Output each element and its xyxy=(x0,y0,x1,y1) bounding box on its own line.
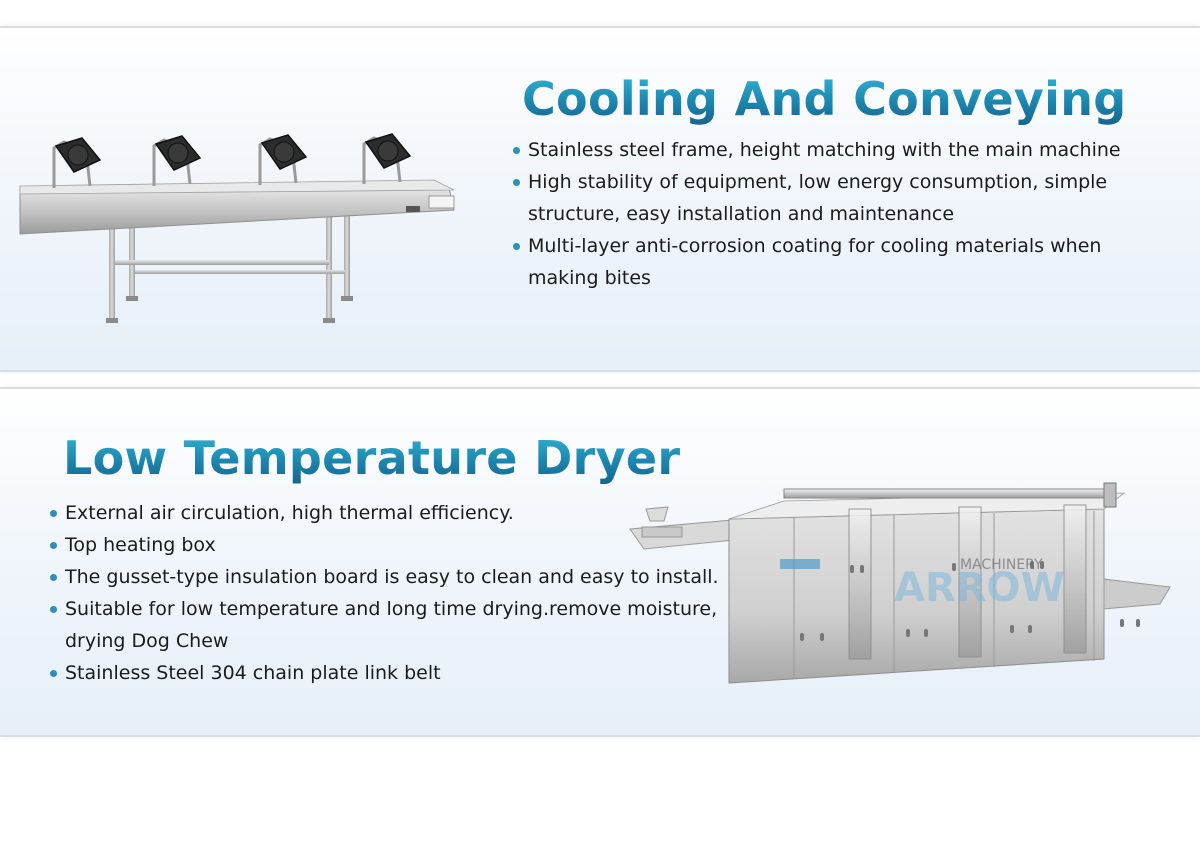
cooling-feature-list: Stainless steel frame, height matching w… xyxy=(513,134,1153,294)
dryer-title: Low Temperature Dryer xyxy=(63,431,681,485)
list-item: External air circulation, high thermal e… xyxy=(50,497,740,529)
list-item: Top heating box xyxy=(50,529,740,561)
cooling-conveying-section: Cooling And Conveying Stainless steel fr… xyxy=(0,26,1200,372)
list-item: The gusset-type insulation board is easy… xyxy=(50,561,740,593)
list-item: Multi-layer anti-corrosion coating for c… xyxy=(513,230,1153,294)
list-item: Stainless Steel 304 chain plate link bel… xyxy=(50,657,740,689)
low-temperature-dryer-section: Low Temperature Dryer External air circu… xyxy=(0,387,1200,737)
cooling-title: Cooling And Conveying xyxy=(522,72,1127,126)
low-temperature-dryer-machine-icon: ARROW MACHINERY xyxy=(629,482,1171,684)
cooling-conveyor-machine-icon xyxy=(19,133,455,323)
arrow-watermark-logo: ARROW xyxy=(894,565,1065,611)
list-item: Suitable for low temperature and long ti… xyxy=(50,593,740,657)
arrow-logo-icon xyxy=(780,559,820,569)
list-item: High stability of equipment, low energy … xyxy=(513,166,1153,230)
list-item: Stainless steel frame, height matching w… xyxy=(513,134,1153,166)
dryer-feature-list: External air circulation, high thermal e… xyxy=(50,497,740,689)
machinery-watermark-logo: MACHINERY xyxy=(960,557,1043,573)
